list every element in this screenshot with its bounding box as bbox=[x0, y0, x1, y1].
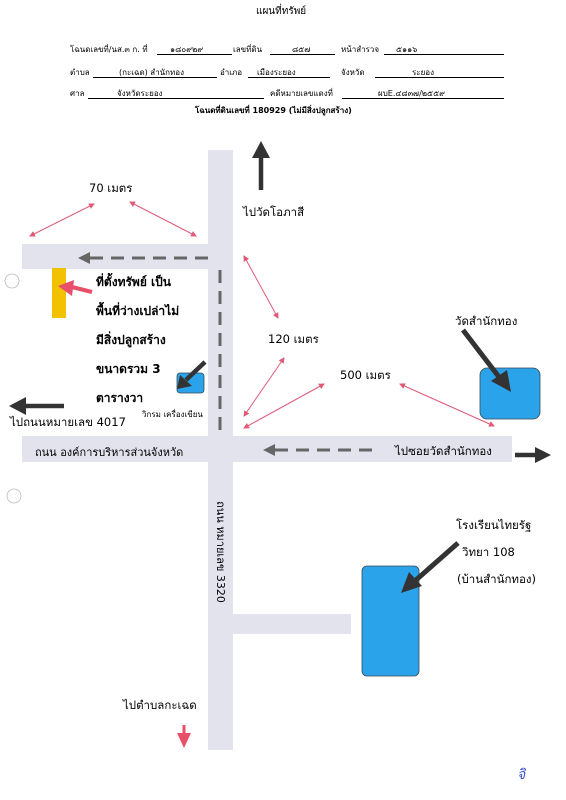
wat-building bbox=[479, 367, 541, 420]
arrow-wat bbox=[461, 328, 511, 392]
direction-arrows bbox=[9, 141, 551, 593]
province-label: จังหวัด bbox=[341, 68, 365, 77]
district-value: เมืองระยอง bbox=[257, 68, 296, 77]
dash-obj-head bbox=[263, 444, 275, 456]
arrow-to-kachet bbox=[177, 725, 191, 748]
property-parcel bbox=[52, 268, 66, 318]
court-label: ศาล bbox=[70, 89, 85, 98]
map-title: แผนที่ทรัพย์ bbox=[256, 6, 307, 17]
lower-side-road bbox=[225, 614, 351, 634]
school-name-2: วิทยา 108 bbox=[462, 545, 515, 559]
label-wikrom: วิกรม เครื่องเขียน bbox=[142, 410, 203, 419]
province-value: ระยอง bbox=[412, 68, 434, 77]
label-road-3320: ถนน หมายเลข 3320 bbox=[214, 501, 227, 603]
subdistrict-label: ตำบล bbox=[70, 68, 90, 77]
dim-70-left bbox=[29, 203, 95, 237]
school-building bbox=[361, 565, 420, 677]
arrow-to-wat-opasi bbox=[252, 141, 270, 190]
label-to-soi-wat: ไปซอยวัดสำนักทอง bbox=[395, 444, 492, 458]
case-label: คดีหมายเลขแดงที่ bbox=[270, 89, 333, 98]
subdistrict-value: (กะเฉด) สำนักทอง bbox=[119, 68, 184, 77]
court-value: จังหวัดระยอง bbox=[117, 89, 163, 98]
label-dist-120: 120 เมตร bbox=[268, 332, 319, 346]
property-desc-5: ตารางวา bbox=[96, 391, 144, 405]
dash-upper-head bbox=[78, 252, 90, 264]
label-wat-samnak-thong: วัดสำนักทอง bbox=[455, 314, 518, 328]
label-dist-500: 500 เมตร bbox=[340, 368, 391, 382]
deed-subtitle: โฉนดที่ดินเลขที่ 180929 (ไม่มีสิ่งปลูกสร… bbox=[195, 106, 352, 115]
red-arrows bbox=[58, 280, 191, 748]
dimension-arrows bbox=[29, 201, 495, 429]
land-no-value: ๘๕๗ bbox=[292, 45, 311, 54]
dim-500-left bbox=[243, 383, 325, 429]
property-desc-4: ขนาดรวม 3 bbox=[96, 362, 161, 376]
land-no-label: เลขที่ดิน bbox=[233, 45, 263, 54]
arrow-property bbox=[58, 280, 93, 296]
deed-label: โฉนดเลขที่/นส.๓ ก. ที่ bbox=[70, 45, 148, 54]
property-desc-3: มีสิ่งปลูกสร้าง bbox=[96, 333, 166, 347]
case-value: ผบE.๔๘๓๗/๒๕๕๙ bbox=[378, 89, 446, 98]
signature-mark: จิ bbox=[517, 767, 526, 783]
label-to-kachet: ไปตำบลกะเฉด bbox=[123, 698, 197, 712]
arrow-school bbox=[401, 541, 460, 593]
label-to-road-4017: ไปถนนหมายเลข 4017 bbox=[10, 415, 126, 429]
route-arrowheads bbox=[78, 252, 275, 456]
label-to-wat-opasi: ไปวัดโอภาสี bbox=[243, 205, 305, 219]
arrow-to-soi-wat bbox=[515, 447, 551, 463]
dim-120-lower bbox=[243, 357, 285, 417]
deed-value: ๑๘๐๙๒๙ bbox=[170, 45, 204, 54]
label-obj-road: ถนน องค์การบริหารส่วนจังหวัด bbox=[35, 446, 184, 459]
punch-holes bbox=[4, 273, 22, 504]
property-desc-1: ที่ตั้งทรัพย์ เป็น bbox=[96, 275, 171, 289]
survey-page-value: ๕๑๑๖ bbox=[396, 45, 418, 54]
dim-70-right bbox=[129, 201, 197, 237]
school-name-1: โรงเรียนไทยรัฐ bbox=[456, 518, 532, 532]
route-dashes bbox=[90, 256, 375, 452]
dim-500-right bbox=[399, 383, 495, 427]
arrow-to-road-4017 bbox=[9, 397, 64, 415]
school-name-3: (บ้านสำนักทอง) bbox=[457, 572, 536, 586]
survey-page-label: หน้าสำรวจ bbox=[341, 45, 380, 54]
arrow-wikrom bbox=[177, 360, 207, 389]
district-label: อำเภอ bbox=[220, 68, 243, 77]
dim-120-upper bbox=[243, 255, 279, 319]
label-dist-70: 70 เมตร bbox=[89, 181, 133, 195]
property-desc-2: พื้นที่ว่างเปล่าไม่ bbox=[96, 304, 180, 318]
